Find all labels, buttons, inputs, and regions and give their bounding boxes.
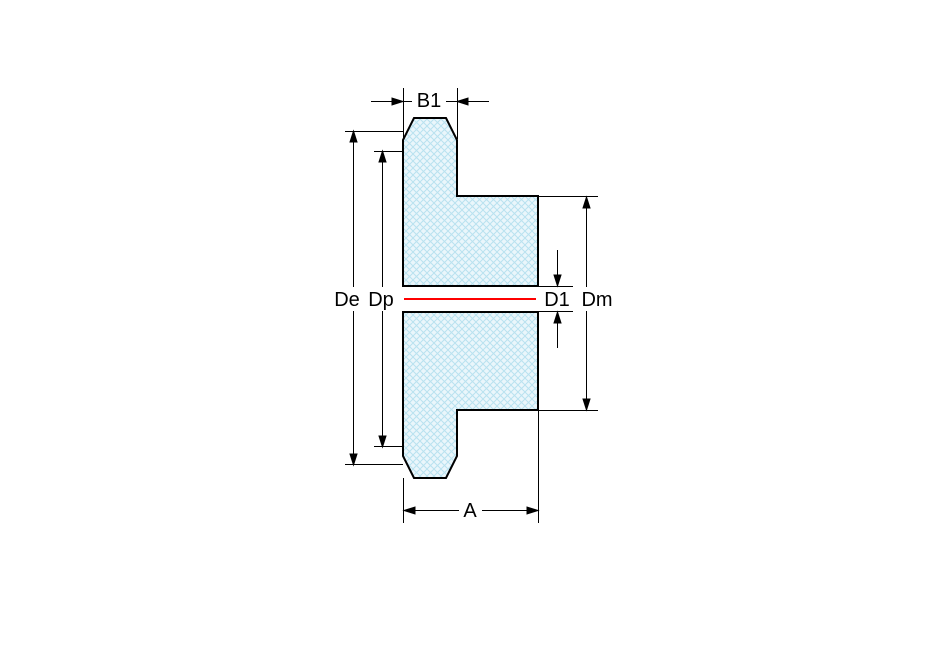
dm-arrowhead-bottom — [582, 398, 591, 412]
dimension-b1 — [371, 88, 489, 139]
sprocket-upper-section — [402, 117, 539, 287]
label-b1: B1 — [417, 90, 441, 112]
sprocket-body — [402, 117, 539, 479]
b1-arrowhead-right — [455, 97, 469, 106]
label-de-dp-bg — [330, 287, 398, 311]
dp-arrowhead-top — [378, 149, 387, 163]
label-a: A — [463, 500, 477, 522]
label-de: De — [334, 289, 360, 311]
dimension-a — [402, 411, 540, 523]
d1-arrowhead-bottom — [553, 310, 562, 324]
dimension-labels: B1 De Dp D1 Dm A — [330, 89, 617, 522]
b1-arrowhead-left — [391, 97, 405, 106]
sprocket-lower-section — [402, 311, 539, 479]
dimension-d1 — [538, 250, 573, 348]
label-a-bg — [459, 498, 482, 522]
de-arrowhead-bottom — [349, 453, 358, 467]
d1-arrowhead-top — [553, 274, 562, 288]
label-dm: Dm — [581, 289, 612, 311]
label-dp: Dp — [368, 289, 394, 311]
label-d1: D1 — [544, 289, 570, 311]
a-arrowhead-right — [526, 506, 540, 515]
dm-arrowhead-top — [582, 195, 591, 209]
a-arrowhead-left — [402, 506, 416, 515]
label-dm-bg — [577, 287, 617, 311]
dimension-dp — [374, 149, 403, 449]
dp-arrowhead-bottom — [378, 435, 387, 449]
label-b1-bg — [412, 89, 446, 110]
de-arrowhead-top — [349, 129, 358, 143]
label-d1-bg — [541, 288, 574, 310]
